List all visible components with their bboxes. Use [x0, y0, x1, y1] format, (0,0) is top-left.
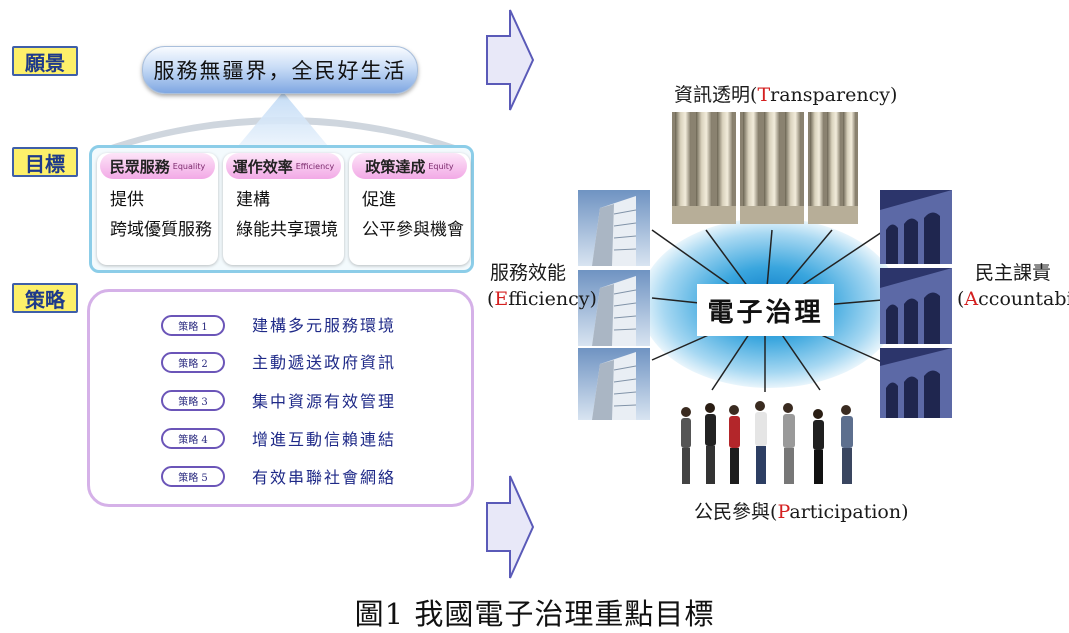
- column-photo-2: [740, 112, 804, 224]
- building-photo-1: [578, 190, 650, 266]
- center-node: 電子治理: [697, 284, 834, 336]
- right-arrow-top: [486, 9, 535, 111]
- goal-title: 運作效率: [232, 157, 293, 176]
- strategy-text-1: 建構多元服務環境: [252, 316, 397, 335]
- goal-line-1: 促進: [362, 190, 396, 210]
- vision-tag: 願景: [12, 46, 78, 76]
- strategy-text-3: 集中資源有效管理: [252, 392, 397, 411]
- goal-line-2: 公平參與機會: [362, 220, 464, 240]
- participation-rest: articipation: [789, 501, 902, 523]
- accountability-label-zh: 民主課責: [975, 262, 1052, 284]
- accountability-initial: A: [964, 288, 979, 310]
- transparency-zh: 資訊透明: [674, 84, 751, 106]
- strategy-badge-2: 策略 2: [161, 352, 225, 373]
- goal-subtitle: Efficiency: [295, 161, 335, 171]
- efficiency-label-en: (Efficiency): [487, 288, 597, 310]
- column-photo-3: [808, 112, 858, 224]
- goal-tag: 目標: [12, 147, 78, 177]
- participation-initial: P: [777, 501, 790, 523]
- strategy-tag: 策略: [12, 283, 78, 313]
- strategy-badge-3: 策略 3: [161, 390, 225, 411]
- people-photo: [681, 401, 853, 484]
- transparency-label: 資訊透明(Transparency): [674, 84, 898, 106]
- vision-pill: 服務無疆界，全民好生活: [142, 46, 418, 94]
- goal-title: 政策達成: [365, 157, 426, 176]
- strategies-panel: [87, 289, 474, 507]
- vision-arc-decoration: [108, 92, 458, 146]
- arcade-photo-3: [880, 348, 952, 418]
- building-photo-2: [578, 270, 650, 346]
- arcade-photo-1: [880, 190, 952, 264]
- arcade-photo-2: [880, 268, 952, 344]
- strategy-text-2: 主動遞送政府資訊: [252, 353, 397, 372]
- transparency-rest: ransparency: [770, 84, 890, 106]
- accountability-label-en: (Accountability): [957, 288, 1069, 310]
- goal-line-2: 跨域優質服務: [110, 220, 212, 240]
- goal-subtitle: Equity: [428, 161, 454, 171]
- strategy-badge-1: 策略 1: [161, 315, 225, 336]
- strategy-badge-5: 策略 5: [161, 466, 225, 487]
- participation-label: 公民參與(Participation): [694, 501, 909, 523]
- strategy-text-4: 增進互動信賴連結: [252, 430, 397, 449]
- efficiency-rest: fficiency: [508, 288, 590, 310]
- participation-zh: 公民參與: [694, 501, 771, 523]
- efficiency-initial: E: [494, 288, 509, 310]
- goal-line-1: 建構: [236, 190, 270, 210]
- figure-caption: 圖1 我國電子治理重點目標: [354, 597, 715, 631]
- strategy-badge-4: 策略 4: [161, 428, 225, 449]
- goal-title: 民眾服務: [109, 157, 170, 176]
- efficiency-label-zh: 服務效能: [490, 262, 567, 284]
- column-photo-1: [672, 112, 736, 224]
- building-photo-3: [578, 348, 650, 420]
- right-arrow-bottom: [486, 475, 535, 579]
- goal-subtitle: Equality: [172, 161, 206, 171]
- accountability-rest: ccountability: [978, 288, 1069, 310]
- goal-line-2: 綠能共享環境: [236, 220, 338, 240]
- strategy-text-5: 有效串聯社會網絡: [252, 468, 397, 487]
- goal-line-1: 提供: [110, 190, 144, 210]
- transparency-initial: T: [757, 84, 771, 106]
